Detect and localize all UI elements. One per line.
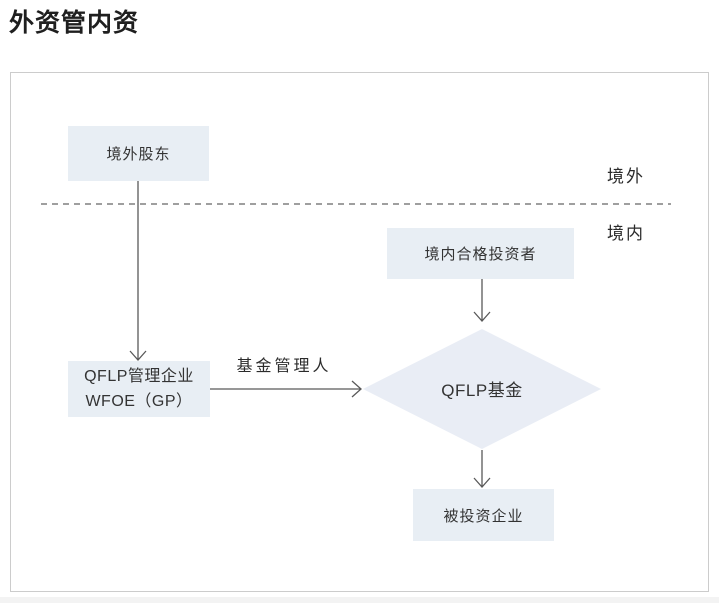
region-label-overseas: 境外: [607, 167, 645, 186]
arrow-fund-to-investee: [473, 450, 491, 488]
qflp-fund-diamond: [363, 329, 601, 449]
arrow-shareholder-to-manager: [129, 181, 147, 361]
arrow-manager-to-fund: [210, 380, 362, 398]
bottom-edge-strip: [0, 597, 719, 603]
node-qflp-fund-label: QFLP基金: [441, 381, 523, 400]
region-label-domestic: 境内: [607, 224, 645, 243]
diagram-canvas: 境外股东 境外 境内 境内合格投资者 QFLP管理企业 WFOE（GP） 基金管…: [10, 72, 709, 592]
node-qflp-manager-line1: QFLP管理企业: [84, 368, 194, 385]
page-title: 外资管内资: [9, 9, 140, 37]
node-overseas-shareholder: 境外股东: [68, 126, 209, 181]
arrow-investors-to-fund: [473, 279, 491, 322]
node-qflp-manager: QFLP管理企业 WFOE（GP）: [68, 361, 210, 417]
node-investee-company: 被投资企业: [413, 489, 554, 541]
node-qflp-manager-line2: WFOE（GP）: [85, 393, 193, 410]
edge-label-fund-manager: 基金管理人: [236, 358, 332, 375]
diagram-graphics: [41, 181, 671, 488]
node-domestic-qualified-investors: 境内合格投资者: [387, 228, 574, 279]
